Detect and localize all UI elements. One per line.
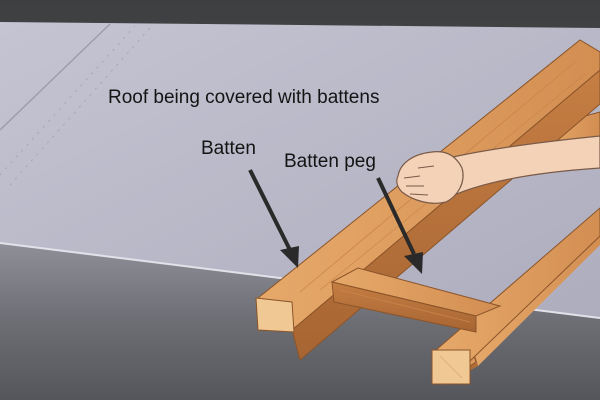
batten-main-end <box>255 297 295 333</box>
batten-label: Batten <box>201 138 256 159</box>
diagram-title: Roof being covered with battens <box>108 87 380 108</box>
roof-membrane <box>0 22 600 318</box>
arm <box>439 135 600 197</box>
batten-peg-front <box>331 281 477 333</box>
hand <box>396 151 464 204</box>
arrow-down-right-icon <box>248 169 299 268</box>
batten-peg-label: Batten peg <box>284 151 376 172</box>
arrow-down-right-icon <box>376 177 423 274</box>
